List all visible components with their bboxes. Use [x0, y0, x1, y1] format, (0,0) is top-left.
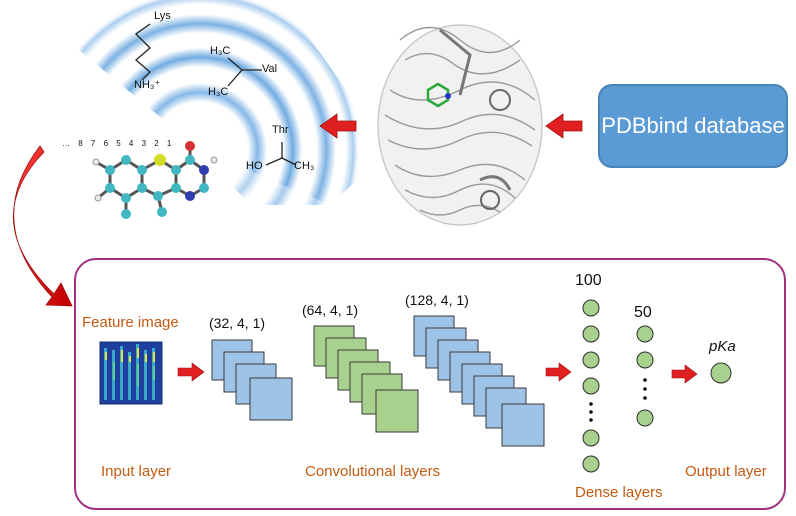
- conv-block-32: [211, 339, 293, 421]
- arrow-protein-to-ligand: [319, 113, 357, 139]
- curved-arrow-to-network: [13, 145, 73, 307]
- conv-block-128: [413, 315, 545, 447]
- pdbbind-database-box: PDBbind database: [598, 84, 788, 168]
- arrow-conv-to-dense: [545, 362, 572, 382]
- residue-val-h3c-top: H₃C: [210, 45, 231, 57]
- pdbbind-database-label: PDBbind database: [601, 113, 785, 138]
- dense-layer-50-nodes: [636, 325, 654, 427]
- residue-val-structure: [227, 57, 262, 87]
- dense-layer-50-ellipsis: [643, 378, 647, 400]
- conv3-dims-label: (128, 4, 1): [405, 292, 469, 308]
- protein-structure-image: [377, 24, 543, 226]
- residue-thr-label: Thr: [272, 124, 289, 136]
- dense-layers-label: Dense layers: [575, 484, 663, 501]
- neural-network-panel: [74, 258, 786, 510]
- conv2-dims-label: (64, 4, 1): [302, 302, 359, 318]
- dense1-count-label: 100: [575, 272, 602, 289]
- dense-layer-100-ellipsis: [589, 402, 593, 422]
- residue-val-label: Val: [262, 63, 278, 75]
- residue-thr-ch3-label: CH₃: [294, 160, 315, 172]
- input-layer-label: Input layer: [101, 463, 172, 480]
- conv1-dims-label: (32, 4, 1): [209, 315, 266, 331]
- dense-layer-100-nodes: [582, 299, 600, 473]
- residue-val-h3c-bottom: H₃C: [208, 86, 229, 98]
- distance-ruler: … 8 7 6 5 4 3 2 1: [62, 139, 175, 148]
- arrow-input-to-conv: [177, 362, 205, 382]
- feature-image-label: Feature image: [82, 314, 179, 331]
- ligand-ball-and-stick: [92, 141, 218, 219]
- interaction-rings: [55, 0, 390, 205]
- residue-thr-ho-label: HO: [246, 160, 263, 172]
- residue-thr-structure: [265, 142, 297, 166]
- output-pka-label: pKa: [709, 338, 736, 355]
- conv-block-64: [313, 325, 419, 433]
- residue-lys-nh3-label: NH₃⁺: [134, 79, 161, 91]
- residue-lys-label: Lys: [154, 10, 171, 22]
- arrow-dense-to-output: [671, 364, 698, 384]
- output-layer-label: Output layer: [685, 463, 767, 480]
- arrow-pdb-to-protein: [545, 113, 583, 139]
- feature-image-heatmap: [99, 341, 163, 405]
- output-node: [710, 362, 732, 384]
- residue-lys-structure: [134, 23, 151, 81]
- convolutional-layers-label: Convolutional layers: [305, 463, 441, 480]
- dense2-count-label: 50: [634, 304, 652, 321]
